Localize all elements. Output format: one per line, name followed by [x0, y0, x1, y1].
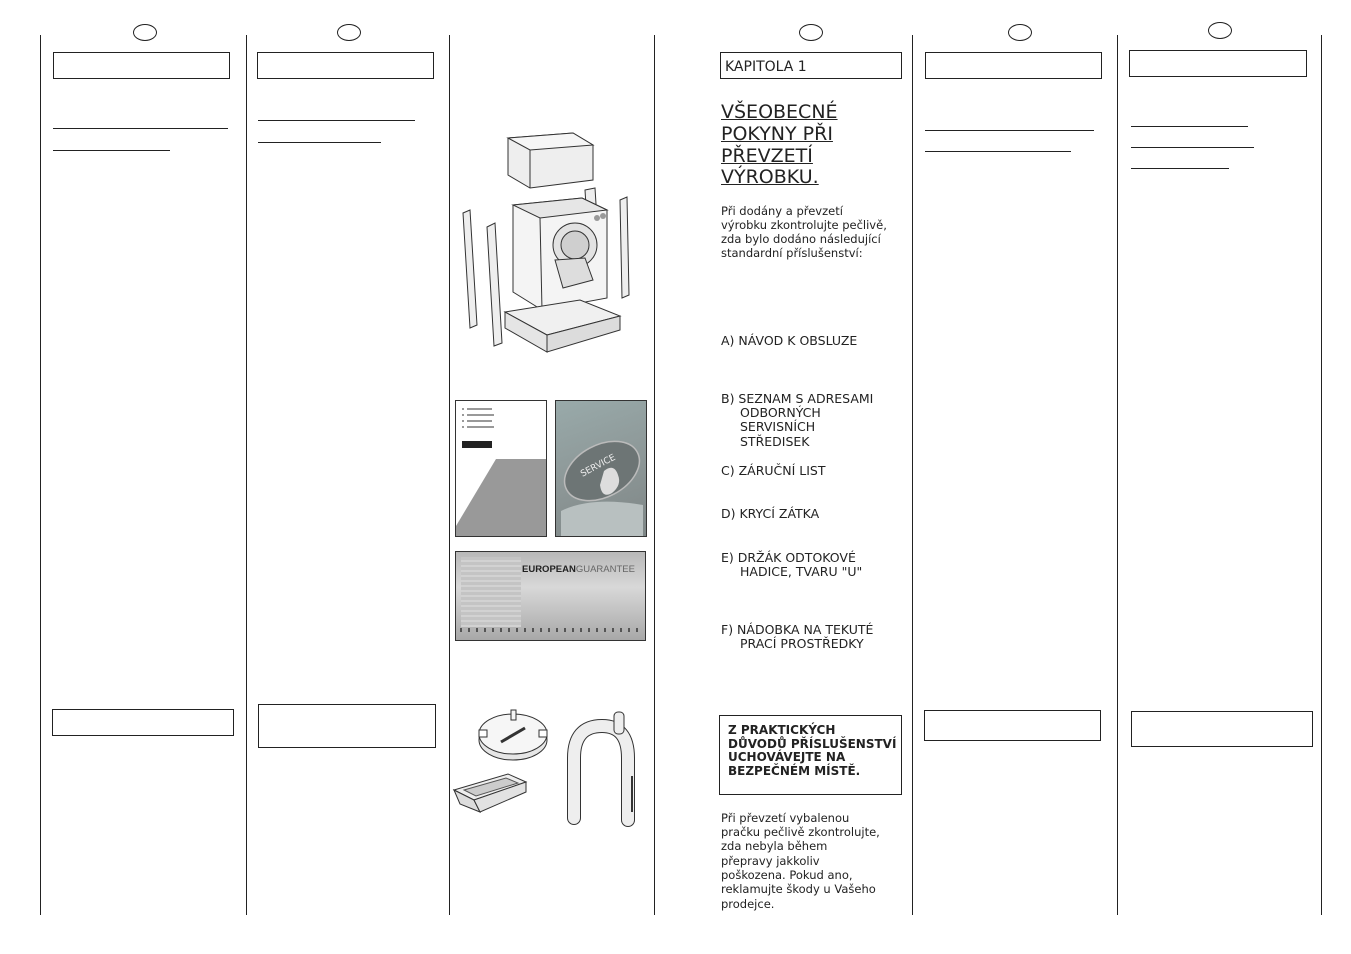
language-marker — [133, 24, 157, 41]
chapter-box-empty — [925, 52, 1102, 79]
washing-machine-packaging-illustration — [462, 132, 630, 353]
storage-note-box: Z PRAKTICKÝCH DŮVODŮ PŘÍSLUŠENSTVÍ UCHOV… — [719, 715, 902, 795]
u-hose-holder-illustration — [567, 711, 635, 827]
accessory-item-e: E) DRŽÁK ODTOKOVÉ — [721, 550, 856, 565]
intro-line: výrobku zkontrolujte pečlivě, — [721, 218, 887, 232]
column-divider — [449, 35, 450, 915]
chapter-box-empty — [1129, 50, 1307, 77]
accessory-item-b-cont: STŘEDISEK — [740, 434, 810, 449]
service-booklet-illustration: SERVICE — [555, 400, 647, 537]
column-divider — [1321, 35, 1322, 915]
accessory-item-b: B) SEZNAM S ADRESAMI — [721, 391, 874, 406]
accessory-item-a: A) NÁVOD K OBSLUZE — [721, 333, 858, 348]
accessory-item-e-cont: HADICE, TVARU "U" — [740, 564, 863, 579]
intro-line: Při dodány a převzetí — [721, 204, 843, 218]
column-divider — [246, 35, 247, 915]
language-marker — [799, 24, 823, 41]
closing-line: Při převzetí vybalenou — [721, 811, 850, 825]
language-marker — [337, 24, 361, 41]
intro-line: standardní příslušenství: — [721, 246, 863, 260]
section-title-line: VÝROBKU. — [721, 166, 819, 188]
language-marker — [1008, 24, 1032, 41]
title-underline — [53, 128, 228, 129]
cover-cap-illustration — [478, 709, 548, 761]
guarantee-light: GUARANTEE — [575, 564, 635, 575]
title-underline — [925, 130, 1094, 131]
chapter-label: KAPITOLA 1 — [720, 52, 902, 79]
accessory-item-d: D) KRYCÍ ZÁTKA — [721, 506, 820, 521]
accessory-item-f-cont: PRACÍ PROSTŘEDKY — [740, 636, 864, 651]
column-divider — [654, 35, 655, 915]
accessory-item-b-cont: SERVISNÍCH — [740, 419, 816, 434]
note-line: Z PRAKTICKÝCH — [728, 723, 836, 737]
intro-line: zda bylo dodáno následující — [721, 232, 881, 246]
closing-line: poškozena. Pokud ano, — [721, 868, 853, 882]
title-underline — [53, 150, 170, 151]
column-divider — [40, 35, 41, 915]
title-underline — [1131, 168, 1229, 169]
closing-line: přepravy jakkoliv — [721, 854, 820, 868]
note-box-empty — [1131, 711, 1313, 747]
title-underline — [925, 151, 1071, 152]
chapter-box-empty — [53, 52, 230, 79]
title-underline — [1131, 147, 1254, 148]
title-underline — [1131, 126, 1248, 127]
accessory-item-c: C) ZÁRUČNÍ LIST — [721, 463, 826, 478]
note-line: BEZPEČNÉM MÍSTĚ. — [728, 763, 861, 778]
guarantee-card-illustration: EUROPEANGUARANTEE — [455, 551, 646, 641]
column-divider — [912, 35, 913, 915]
note-box-empty — [52, 709, 234, 736]
title-underline — [258, 120, 415, 121]
note-line: DŮVODŮ PŘÍSLUŠENSTVÍ — [728, 736, 897, 751]
note-box-empty — [924, 710, 1101, 741]
section-title-line: PŘEVZETÍ — [721, 145, 813, 167]
language-marker — [1208, 22, 1232, 39]
section-title-line: POKYNY PŘI — [721, 123, 833, 145]
accessory-item-f: F) NÁDOBKA NA TEKUTÉ — [721, 622, 874, 637]
chapter-box-empty — [257, 52, 434, 79]
manual-booklet-illustration — [455, 400, 547, 537]
closing-line: prodejce. — [721, 897, 775, 911]
title-underline — [258, 142, 381, 143]
section-title-line: VŠEOBECNÉ — [721, 101, 838, 123]
accessory-item-b-cont: ODBORNÝCH — [740, 405, 821, 420]
guarantee-bold: EUROPEAN — [522, 564, 576, 575]
closing-line: zda nebyla během — [721, 839, 828, 853]
closing-line: pračku pečlivě zkontrolujte, — [721, 825, 880, 839]
column-divider — [1117, 35, 1118, 915]
closing-line: reklamujte škody u Vašeho — [721, 882, 876, 896]
detergent-container-illustration — [452, 773, 528, 813]
note-line: UCHOVÁVEJTE NA — [728, 750, 846, 764]
note-box-empty — [258, 704, 436, 748]
